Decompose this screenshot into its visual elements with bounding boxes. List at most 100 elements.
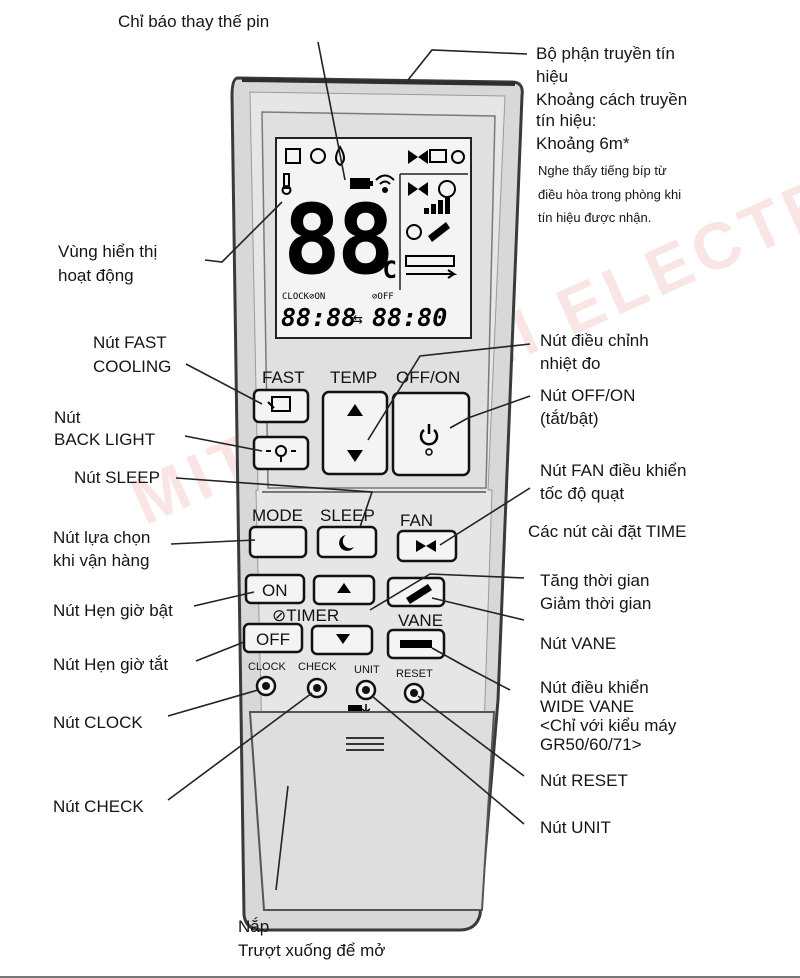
temp-label: TEMP <box>330 368 377 387</box>
triangle-up-icon <box>337 583 351 593</box>
beep-callout-2: điều hòa trong phòng khi <box>538 187 682 202</box>
battery-icon <box>350 178 373 189</box>
transmitter-callout-2: hiệu <box>536 67 569 86</box>
time-down-callout: Giảm thời gian <box>540 594 652 613</box>
sleep-moon-icon <box>339 535 354 551</box>
beep-callout-3: tín hiệu được nhận. <box>538 210 652 225</box>
distance-callout-1: Khoảng cách truyền <box>536 90 688 109</box>
lcd-unit: °C <box>368 256 397 284</box>
sleep-button[interactable] <box>316 525 378 559</box>
signal-icon <box>375 174 395 193</box>
lcd-temperature: 88 <box>283 184 391 296</box>
time-down-button[interactable] <box>310 624 374 656</box>
fast-callout-2: COOLING <box>93 357 172 376</box>
unit-button[interactable] <box>355 679 377 701</box>
clock-button[interactable] <box>255 675 277 697</box>
fan-button[interactable] <box>396 529 458 563</box>
temp-button[interactable] <box>321 390 389 476</box>
lcd-time-off: 88:80 <box>372 303 447 332</box>
vane-label: VANE <box>398 611 443 630</box>
fast-callout-1: Nút FAST <box>93 333 167 352</box>
battery-cover <box>248 711 496 911</box>
fan-callout-1: Nút FAN điều khiển <box>540 461 687 480</box>
distance-callout-2: tín hiệu: <box>536 111 597 130</box>
wide-vane-icon <box>400 640 432 648</box>
sleep-callout: Nút SLEEP <box>74 468 160 487</box>
lcd-time-off-label: ⊘OFF <box>372 292 394 302</box>
display-callout-2: hoạt động <box>58 266 134 285</box>
off-timer-callout: Nút Hẹn giờ tắt <box>53 655 169 674</box>
check-label: CHECK <box>298 661 337 673</box>
off-on-button[interactable] <box>391 391 471 477</box>
clock-label: CLOCK <box>248 661 287 673</box>
cover-callout-2: Trượt xuống để mở <box>238 941 386 960</box>
lcd-mode-icons <box>285 145 345 167</box>
time-set-callout: Các nút cài đặt TIME <box>528 522 687 541</box>
cover-grip <box>346 737 384 751</box>
mode-callout-2: khi vận hàng <box>53 551 150 570</box>
off-label: OFF <box>256 630 290 649</box>
on-timer-callout: Nút Hẹn giờ bật <box>53 601 173 620</box>
vane-callout: Nút VANE <box>540 634 617 653</box>
fan-callout-2: tốc độ quạt <box>540 484 625 503</box>
lcd-time-on: 88:88 <box>281 303 356 332</box>
power-icon <box>419 424 439 446</box>
wide-vane-callout-2: WIDE VANE <box>540 697 635 716</box>
off-timer-button[interactable] <box>242 622 304 654</box>
fast-label: FAST <box>262 368 305 387</box>
fan-icon <box>416 540 436 552</box>
wide-vane-callout-3: <Chỉ với kiểu máy <box>540 716 677 735</box>
wide-vane-callout-1: Nút điều khiển <box>540 678 649 697</box>
offon-callout-2: (tắt/bật) <box>540 409 599 428</box>
time-up-callout: Tăng thời gian <box>540 571 650 590</box>
cover-callout-1: Nắp <box>238 917 270 936</box>
vane-icon <box>406 584 432 604</box>
backlight-callout-1: Nút <box>54 408 81 427</box>
triangle-up-icon <box>347 404 363 416</box>
wide-vane-button[interactable] <box>386 628 446 660</box>
fan-speed-icons <box>405 180 458 279</box>
display-callout-1: Vùng hiển thị <box>58 242 158 261</box>
thermometer-icon <box>281 173 292 195</box>
backlight-callout-2: BACK LIGHT <box>54 430 156 449</box>
lcd-right-icons <box>408 149 465 164</box>
temp-callout-2: nhiệt đo <box>540 354 601 373</box>
lcd-screen <box>275 137 472 339</box>
callout-lines <box>167 41 531 891</box>
time-up-button[interactable] <box>312 574 376 606</box>
battery-callout: Chỉ báo thay thế pin <box>118 12 270 31</box>
unit-callout: Nút UNIT <box>540 818 611 837</box>
fast-cooling-button[interactable] <box>252 388 310 424</box>
check-button[interactable] <box>306 677 328 699</box>
reset-label: RESET <box>396 668 433 680</box>
distance-callout-3: Khoảng 6m* <box>536 134 630 153</box>
mode-button[interactable] <box>248 525 308 559</box>
mode-label: MODE <box>252 506 303 525</box>
on-label: ON <box>262 581 288 600</box>
backlight-button[interactable] <box>252 435 310 471</box>
reset-button[interactable] <box>403 682 425 704</box>
lcd-clock-on-label: CLOCK⊘ON <box>282 292 325 302</box>
vane-button[interactable] <box>386 576 446 608</box>
beep-callout-1: Nghe thấy tiếng bíp từ <box>538 163 667 178</box>
transmitter-callout-1: Bộ phận truyền tín <box>536 44 675 63</box>
triangle-down-icon <box>347 450 363 462</box>
fan-label: FAN <box>400 511 433 530</box>
on-timer-button[interactable] <box>244 573 306 605</box>
lcd-arrow: ⇆ <box>353 309 363 328</box>
clock-callout: Nút CLOCK <box>53 713 143 732</box>
mode-callout-1: Nút lựa chọn <box>53 528 151 547</box>
temp-callout-1: Nút điều chỉnh <box>540 331 649 350</box>
triangle-down-icon <box>336 634 350 644</box>
unit-label: UNIT <box>354 664 380 676</box>
timer-label: ⊘TIMER <box>272 606 339 625</box>
sleep-label: SLEEP <box>320 506 375 525</box>
light-bulb-icon <box>266 445 296 462</box>
transmitter-strip <box>241 78 516 86</box>
reset-callout: Nút RESET <box>540 771 628 790</box>
check-callout: Nút CHECK <box>53 797 144 816</box>
offon-callout-1: Nút OFF/ON <box>540 386 636 405</box>
wide-vane-callout-4: GR50/60/71> <box>540 735 642 754</box>
